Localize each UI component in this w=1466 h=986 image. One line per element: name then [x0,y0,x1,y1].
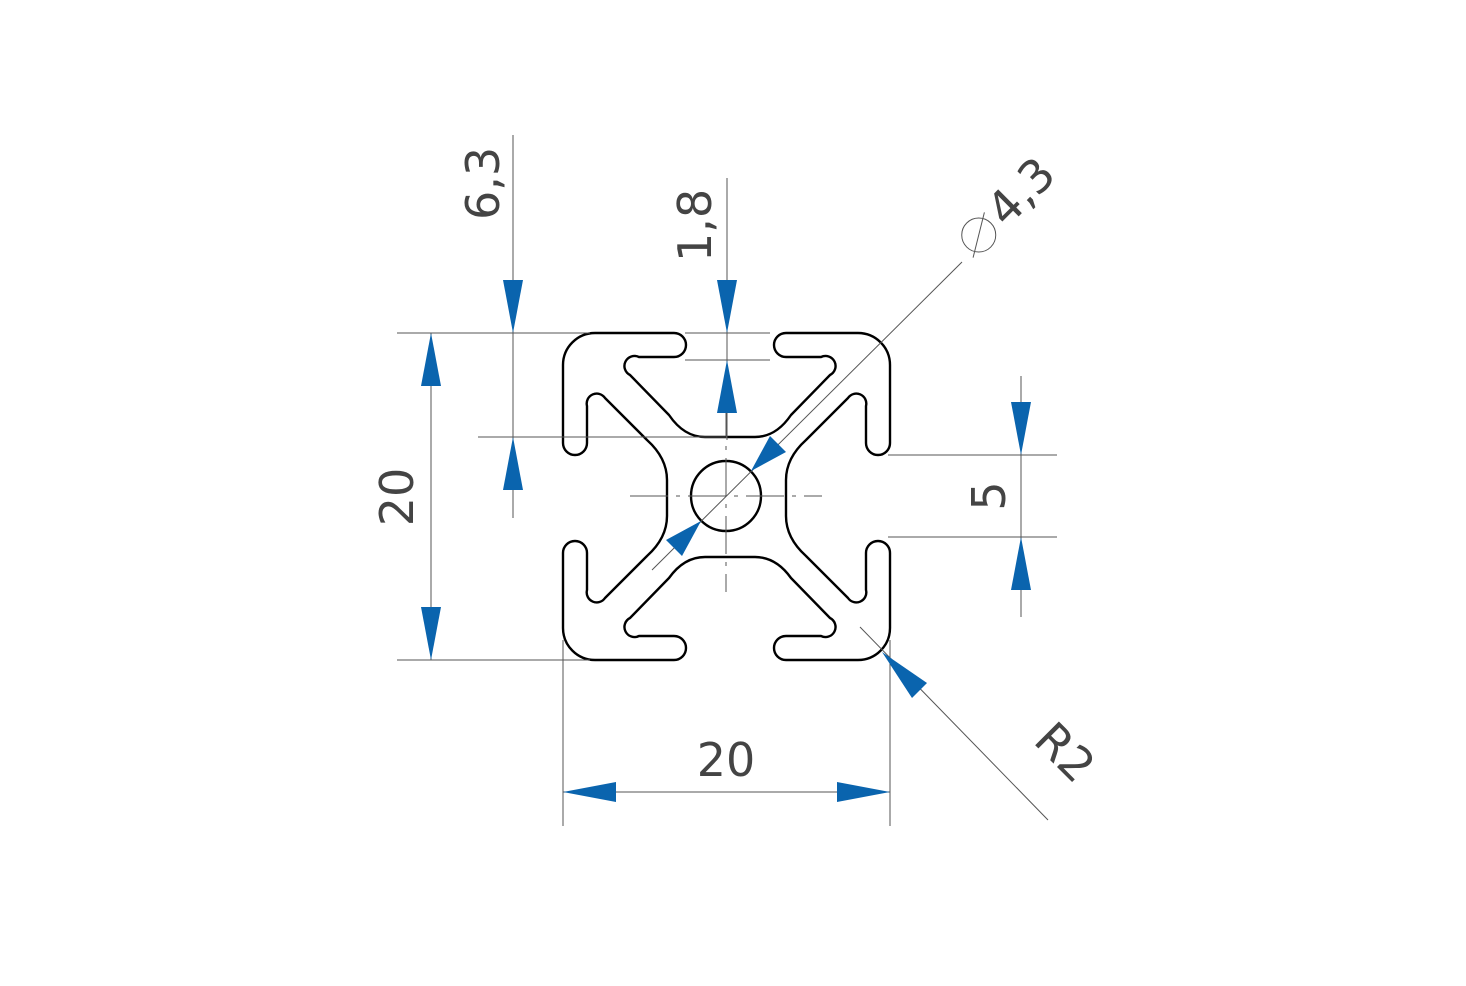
diameter-symbol [961,217,997,253]
dimension-width: 20 [562,640,891,826]
arrow-slot-depth-top [503,280,523,333]
arrow-slot-wall-bottom [717,360,737,413]
dimension-slot-wall: 1,8 [668,178,770,440]
dim-text-slot-wall: 1,8 [668,189,722,262]
arrow-slot-wall-top [717,280,737,333]
dim-text-corner-radius: R2 [1024,712,1105,793]
arrow-corner-radius [882,652,927,698]
dimension-height: 20 [370,333,590,661]
arrow-height-bottom [421,607,441,660]
dimension-slot-width: 5 [888,376,1057,617]
dim-text-width: 20 [697,733,756,787]
dim-text-slot-depth: 6,3 [456,147,510,220]
arrow-width-right [837,782,890,802]
arrow-width-left [563,782,616,802]
profile-outer-contour [561,331,892,662]
arrow-bore-upper [751,436,786,471]
arrow-height-top [421,333,441,386]
dim-text-height: 20 [370,468,424,527]
arrow-slot-depth-bottom [503,437,523,490]
dim-text-bore-diameter: 4,3 [976,147,1066,237]
arrow-bore-lower [666,521,701,556]
dimension-corner-radius: R2 [859,626,1106,821]
arrow-slot-width-top [1011,402,1031,455]
dimension-slot-depth: 6,3 [397,135,725,518]
arrow-slot-width-bottom [1011,537,1031,590]
dim-text-slot-width: 5 [962,481,1016,510]
